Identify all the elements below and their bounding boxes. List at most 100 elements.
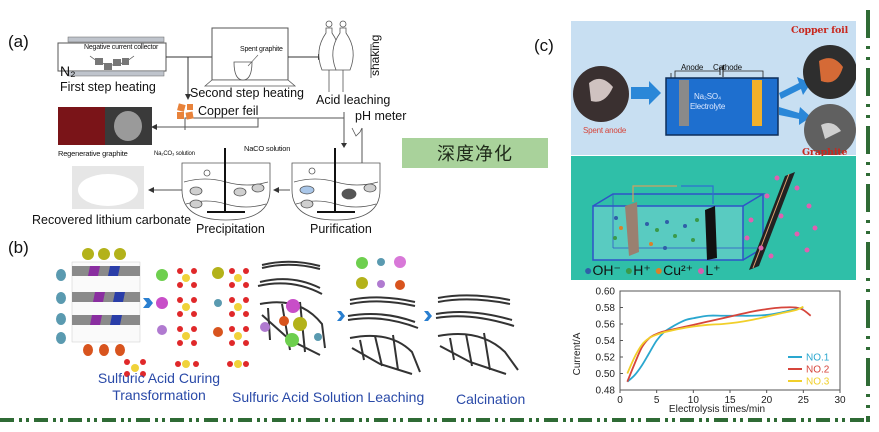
y-tick-label: 0.60 — [596, 287, 616, 298]
legend-label: NO.2 — [806, 365, 830, 376]
legend-label: NO.3 — [806, 377, 830, 388]
legend-oh: OH⁻ — [592, 262, 621, 278]
first-step-heating-label: First step heating — [60, 80, 156, 94]
spent-anode-label: Spent anode — [583, 126, 627, 135]
electrolyte-formula: Na₂SO₄ — [694, 92, 721, 101]
y-tick-label: 0.56 — [596, 320, 616, 331]
caption-line-2: Transformation — [112, 387, 206, 403]
ions-in-solution — [613, 216, 699, 250]
acid-leaching-label: Acid leaching — [316, 93, 391, 107]
panel-a-label: (a) — [8, 32, 29, 51]
precipitation-label: Precipitation — [196, 222, 265, 236]
ph-meter-probe — [351, 127, 363, 137]
copper-foil-icon — [177, 103, 194, 120]
electrolysis-tank — [592, 193, 766, 261]
y-axis-ticks: 0.480.500.520.540.560.580.60 — [596, 287, 623, 397]
lithium-ions — [744, 175, 818, 259]
cathode-lattice — [71, 261, 141, 343]
spent-anode-electrode — [752, 80, 762, 126]
legend-cu: Cu²⁺ — [663, 262, 694, 278]
process-arrow-1 — [143, 298, 153, 308]
caption-line-1: Sulfuric Acid Curing — [97, 370, 221, 386]
chart-legend: NO.1NO.2NO.3 — [788, 353, 830, 388]
arrow-upper-icon — [779, 77, 811, 99]
graphite-label: Graphite — [802, 147, 848, 158]
copper-foil-label: Copper foil — [791, 25, 848, 36]
panel-b-diagram — [56, 248, 519, 377]
legend-label: NO.1 — [806, 353, 830, 364]
panel-c-label: (c) — [534, 36, 554, 55]
graphite-plate-electrode — [679, 80, 689, 126]
graphite-sheet — [749, 172, 795, 270]
y-tick-label: 0.58 — [596, 303, 616, 314]
leached-ions — [356, 256, 406, 290]
electrolyte-label: Electrolyte — [690, 102, 726, 111]
x-tick-label: 15 — [724, 395, 736, 406]
legend-h: H⁺ — [633, 262, 651, 278]
anode-label: Anode — [681, 63, 704, 72]
ion-legend: ●OH⁻ ●H⁺ ●Cu²⁺ ●L⁺ — [584, 262, 721, 279]
nitrogen-label: N₂ — [60, 63, 76, 79]
recovered-lithium-carbonate-label: Recovered lithium carbonate — [32, 213, 192, 227]
separatory-funnels — [318, 20, 372, 92]
dash-dot-border-bottom — [0, 418, 868, 422]
x-axis-ticks: 0 5 10 15 20 25 30 — [617, 390, 846, 406]
x-tick-label: 0 — [617, 395, 623, 406]
dash-dot-border-right — [866, 10, 870, 422]
copper-foil-label: Copper feil — [198, 104, 259, 118]
process-arrow-3 — [424, 311, 432, 321]
anode-plate — [625, 202, 639, 256]
x-axis-label: Electrolysis times/min — [669, 404, 765, 414]
li-dot-icon: ● — [696, 262, 706, 278]
arrow-lower-icon — [779, 107, 811, 125]
al-ions — [83, 344, 125, 356]
cathode-plate — [705, 206, 717, 260]
panel-a-diagram — [57, 20, 381, 221]
x-tick-label: 25 — [798, 395, 810, 406]
y-tick-label: 0.54 — [596, 336, 616, 347]
x-tick-label: 10 — [688, 395, 700, 406]
ph-meter-label: pH meter — [355, 109, 407, 123]
cathode-label: Cathode — [713, 63, 742, 72]
first-step-furnace — [57, 36, 167, 77]
panel-b-label: (b) — [8, 238, 29, 257]
graphene-dopant-ions — [260, 299, 322, 347]
cu-dot-icon: ● — [654, 262, 664, 278]
sulfuric-acid-curing-caption: Sulfuric Acid Curing Transformation — [94, 370, 224, 404]
sulfuric-acid-leaching-caption: Sulfuric Acid Solution Leaching — [232, 389, 425, 405]
x-tick-label: 5 — [654, 395, 660, 406]
na2co3-solution-label: Na₂CO₃ solution — [154, 151, 195, 157]
spent-graphite-label: Spent graphite — [240, 46, 283, 53]
naco-solution-label: NaCO solution — [244, 144, 291, 153]
second-step-furnace — [203, 27, 297, 87]
x-tick-label: 20 — [761, 395, 773, 406]
purification-beaker — [291, 148, 381, 221]
precipitation-beaker — [181, 148, 271, 221]
graphene-stack-3 — [435, 294, 519, 375]
fe-ions — [56, 269, 66, 344]
calcination-caption: Calcination — [456, 391, 526, 407]
y-tick-label: 0.50 — [596, 369, 616, 380]
process-arrow-2 — [337, 311, 345, 321]
graphene-stack-2 — [347, 296, 421, 375]
shaking-label: shaking — [368, 34, 382, 76]
legend-li: L⁺ — [705, 262, 721, 278]
series-line-no3 — [626, 305, 804, 374]
h-dot-icon: ● — [624, 262, 634, 278]
arrow-right-icon — [631, 81, 661, 105]
electrolysis-schematic — [573, 45, 856, 155]
oh-dot-icon: ● — [584, 262, 593, 278]
negative-current-collector-label: Negative current collector — [84, 44, 159, 51]
regen-graphite-sem-red — [58, 107, 105, 145]
cu-ions — [82, 248, 126, 260]
purification-label: Purification — [310, 222, 372, 236]
regenerative-graphite-label: Regenerative graphite — [58, 149, 128, 158]
series-lines — [626, 305, 812, 383]
x-tick-label: 30 — [834, 395, 846, 406]
second-step-heating-label: Second step heating — [190, 86, 304, 100]
y-axis-label: Current/A — [572, 332, 583, 375]
deep-purification-box: 深度净化 — [402, 138, 548, 168]
series-line-no1 — [626, 306, 804, 383]
ion-migration-diagram — [592, 172, 818, 270]
